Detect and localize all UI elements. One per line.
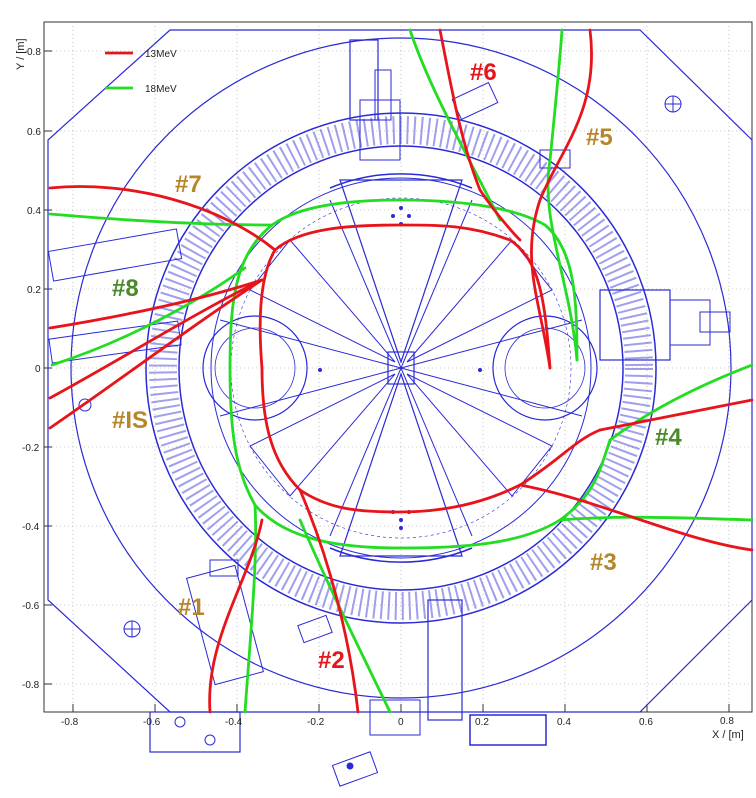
left-port — [202, 315, 308, 421]
green-to-6 — [408, 28, 502, 222]
beam-13mev — [48, 28, 754, 714]
green-to-5 — [546, 28, 579, 362]
sector-lower-right — [406, 373, 553, 497]
x-tick: 0 — [398, 717, 404, 728]
x-tick: -0.8 — [61, 717, 79, 728]
green-to-4 — [608, 363, 754, 442]
y-tick: -0.4 — [22, 522, 40, 533]
label-port-7: #7 — [175, 171, 202, 198]
legend-label-18mev: 18MeV — [145, 84, 177, 95]
green-to-3 — [558, 515, 754, 522]
red-to-is-1 — [48, 278, 264, 400]
y-tick: 0 — [35, 364, 41, 375]
y-tick: 0.4 — [27, 206, 41, 217]
x-tick: 0.2 — [475, 717, 489, 728]
red-to-2 — [298, 488, 360, 714]
legend-label-13mev: 13MeV — [145, 49, 177, 60]
red-to-1 — [208, 518, 264, 714]
cyclotron-drawing — [47, 29, 753, 753]
yoke-hatch — [149, 116, 653, 620]
red-to-7 — [48, 185, 277, 252]
x-tick: 0.8 — [720, 716, 734, 727]
red-to-is-2 — [48, 278, 264, 430]
x-tick: -0.2 — [307, 717, 325, 728]
sector-upper-left — [249, 239, 396, 363]
beam-18mev — [48, 28, 754, 714]
y-tick: 0.2 — [27, 285, 41, 296]
port-labels: #1 #2 #3 #4 #5 #6 #7 #8 #IS — [112, 59, 682, 674]
tick-marks — [44, 50, 730, 712]
label-port-4: #4 — [655, 424, 682, 451]
octagon-outline — [47, 29, 753, 713]
y-tick: -0.8 — [22, 680, 40, 691]
sector-lower-left — [249, 373, 396, 497]
orbit-13mev — [258, 223, 602, 514]
y-tick: 0.8 — [27, 47, 41, 58]
green-to-1 — [243, 503, 258, 714]
sector-top — [339, 179, 463, 364]
x-tick: -0.6 — [143, 717, 161, 728]
x-tick: 0.6 — [639, 717, 653, 728]
red-to-8 — [48, 278, 264, 330]
label-port-5: #5 — [586, 124, 613, 151]
y-tick: -0.6 — [22, 601, 40, 612]
label-port-8: #8 — [112, 275, 139, 302]
green-to-7 — [48, 212, 274, 227]
red-to-5 — [530, 28, 593, 370]
label-port-2: #2 — [318, 647, 345, 674]
red-to-6 — [438, 28, 522, 242]
green-to-8 — [50, 266, 247, 367]
bottom-fragments — [174, 716, 379, 787]
red-to-3 — [518, 483, 754, 552]
x-tick-labels: -0.8 -0.6 -0.4 -0.2 0 0.2 0.4 0.6 0.8 — [61, 716, 734, 728]
y-tick: -0.2 — [22, 443, 40, 454]
legend: 13MeV 18MeV — [105, 49, 177, 95]
center-region — [387, 351, 415, 385]
sector-bottom — [339, 372, 463, 557]
label-port-1: #1 — [178, 594, 205, 621]
right-structure — [599, 289, 671, 361]
y-tick-labels: 0.8 0.6 0.4 0.2 0 -0.2 -0.4 -0.6 -0.8 — [22, 47, 41, 691]
bottom-structure — [427, 599, 463, 721]
label-port-6: #6 — [470, 59, 497, 86]
x-axis-title: X / [m] — [712, 729, 744, 741]
x-tick: 0.4 — [557, 717, 571, 728]
pole-circle — [210, 177, 592, 559]
mark-left — [78, 398, 92, 412]
outer-ring — [70, 37, 732, 699]
y-axis-title: Y / [m] — [15, 38, 27, 70]
green-to-2 — [298, 518, 392, 714]
yoke-ring-outer — [145, 112, 657, 624]
red-to-4 — [598, 398, 754, 432]
top-structure — [349, 39, 379, 121]
bottom-left-device — [149, 711, 241, 753]
label-port-3: #3 — [590, 549, 617, 576]
orbit-18mev — [228, 198, 612, 550]
yoke-ring-inner — [178, 145, 624, 591]
y-tick: 0.6 — [27, 127, 41, 138]
label-port-is: #IS — [112, 407, 148, 434]
x-tick: -0.4 — [225, 717, 243, 728]
